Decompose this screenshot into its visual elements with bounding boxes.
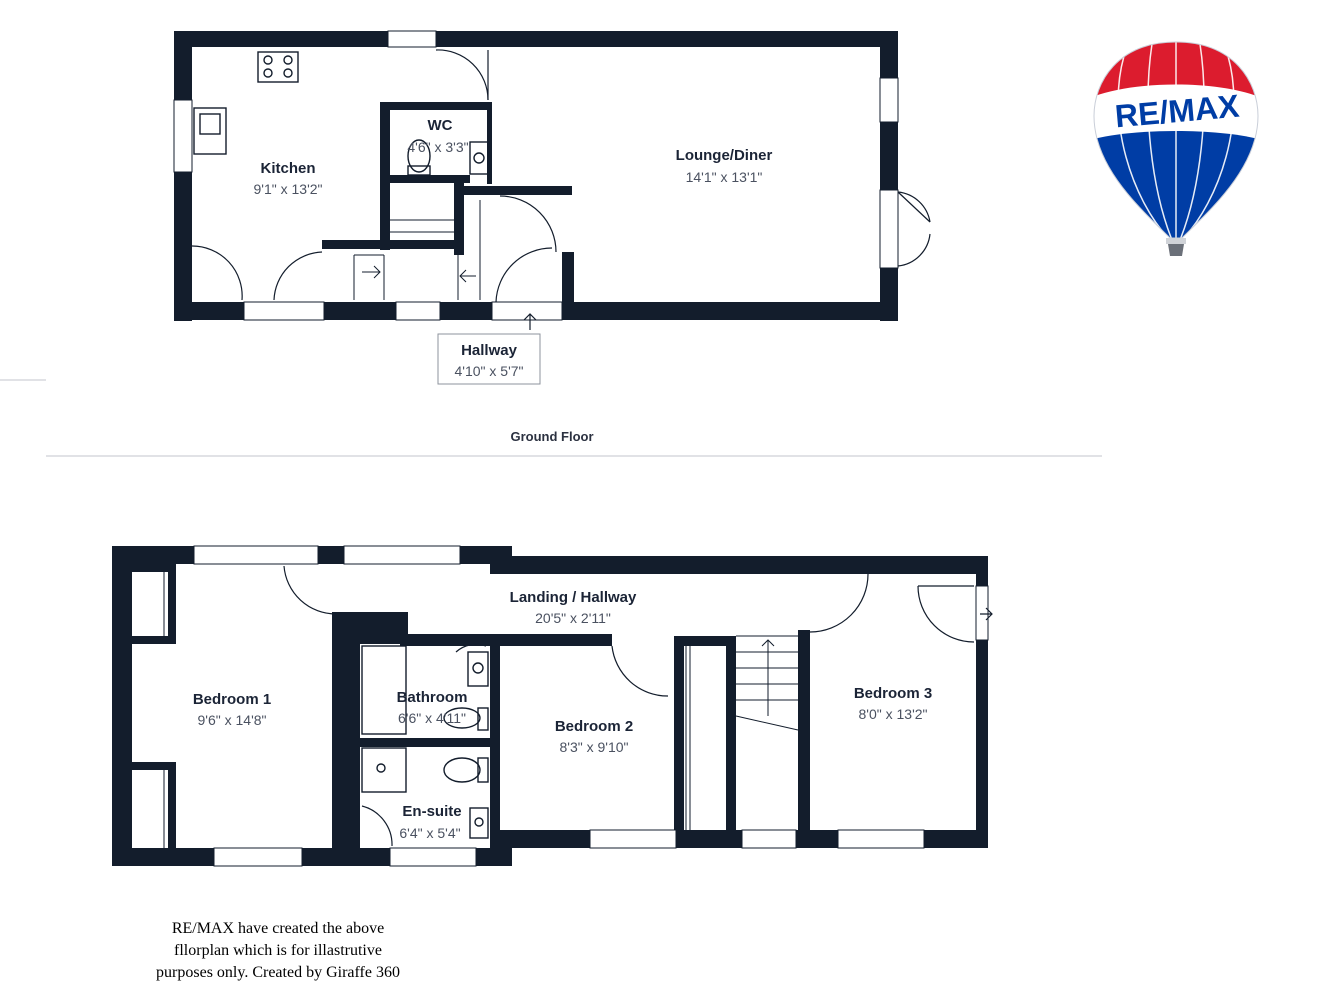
ground-floor-plan: Kitchen 9'1" x 13'2" WC 4'6" x 3'3" Loun… — [173, 30, 931, 444]
ground-floor-title: Ground Floor — [510, 429, 593, 444]
entrance-arrow-icon — [523, 313, 537, 330]
bedroom2-label: Bedroom 2 — [555, 718, 633, 735]
hallway-label-box — [437, 333, 541, 385]
kitchen-label: Kitchen — [260, 160, 315, 177]
first-floor-windows — [193, 545, 989, 867]
bedroom3-label: Bedroom 3 — [854, 685, 932, 702]
lounge-label: Lounge/Diner — [676, 147, 773, 164]
landing-dimensions: 20'5" x 2'11" — [535, 610, 611, 626]
first-floor-plan: Landing / Hallway 20'5" x 2'11" Bedroom … — [112, 545, 993, 867]
first-floor-doors — [283, 565, 975, 847]
ensuite-fittings — [361, 747, 489, 839]
remax-balloon-logo: RE/MAX — [1093, 41, 1259, 256]
ground-floor-doors — [191, 49, 931, 303]
kitchen-dimensions: 9'1" x 13'2" — [254, 181, 323, 197]
bedroom3-dimensions: 8'0" x 13'2" — [859, 706, 928, 722]
disclaimer-line-3: purposes only. Created by Giraffe 360 — [156, 964, 400, 981]
wc-label: WC — [428, 117, 453, 134]
ground-floor-windows — [173, 30, 899, 321]
lounge-dimensions: 14'1" x 13'1" — [686, 169, 763, 185]
bedroom1-dimensions: 9'6" x 14'8" — [198, 712, 267, 728]
wc-dimensions: 4'6" x 3'3" — [407, 139, 468, 155]
hallway-dimensions: 4'10" x 5'7" — [455, 363, 524, 379]
wc-fittings — [407, 139, 489, 176]
kitchen-hob — [257, 51, 299, 83]
disclaimer-line-2: fllorplan which is for illastrutive — [174, 942, 382, 959]
kitchen-sink — [193, 107, 227, 155]
ensuite-dimensions: 6'4" x 5'4" — [399, 825, 460, 841]
hallway-label: Hallway — [461, 342, 518, 359]
first-floor-stairs — [735, 635, 799, 731]
disclaimer-line-1: RE/MAX have created the above — [171, 920, 385, 937]
bathroom-fittings — [361, 645, 489, 735]
bedroom2-dimensions: 8'3" x 9'10" — [560, 739, 629, 755]
ground-floor-stairs — [353, 200, 481, 300]
ensuite-label: En-suite — [402, 803, 461, 820]
wardrobe-lines — [163, 572, 691, 848]
bathroom-label: Bathroom — [397, 689, 468, 706]
bedroom3-arrow-icon — [980, 607, 993, 621]
landing-label: Landing / Hallway — [510, 589, 637, 606]
disclaimer-note: RE/MAX have created the above fllorplan … — [100, 918, 456, 984]
bathroom-dimensions: 6'6" x 4'11" — [398, 710, 466, 726]
bedroom1-label: Bedroom 1 — [193, 691, 271, 708]
